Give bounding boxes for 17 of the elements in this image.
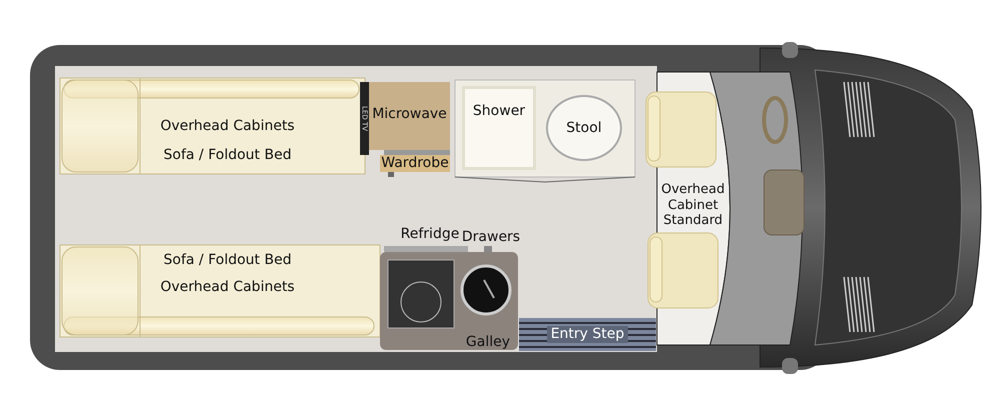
shower-stall bbox=[462, 86, 536, 170]
galley-label: Galley bbox=[466, 334, 510, 350]
sofa-bed-label: Sofa / Foldout Bed bbox=[162, 147, 292, 164]
drawers-label: Drawers bbox=[460, 229, 522, 246]
cabinet-label: Overhead Cabinets bbox=[159, 118, 296, 135]
microwave-box bbox=[369, 82, 450, 150]
cabinet-label: Overhead Cabinet Standard bbox=[660, 182, 726, 229]
cabinet-label: Overhead Cabinets bbox=[159, 279, 296, 296]
entry-step bbox=[519, 318, 656, 351]
shower-label: Shower bbox=[472, 103, 526, 120]
sofa-bed-label: Sofa / Foldout Bed bbox=[162, 252, 292, 269]
entry-step-label: Entry Step bbox=[546, 326, 628, 343]
wardrobe-label: Wardrobe bbox=[381, 155, 449, 172]
galley-counter bbox=[380, 252, 518, 350]
tv-panel bbox=[360, 82, 369, 155]
toilet-label: Stool bbox=[566, 120, 602, 136]
microwave-label: Microwave bbox=[372, 106, 447, 122]
